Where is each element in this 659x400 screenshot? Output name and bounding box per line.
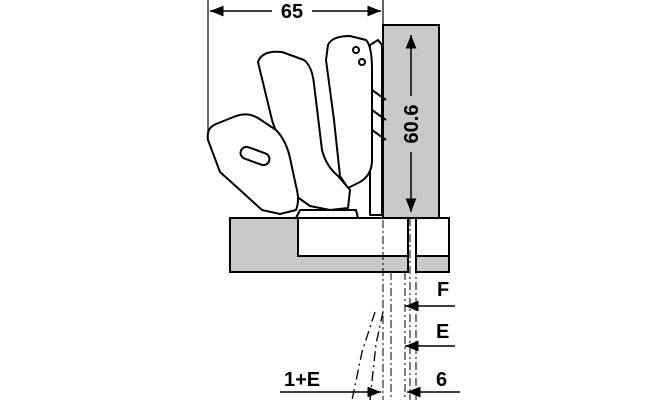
height-dimension-label: 60.6 [401, 105, 423, 144]
hinge-cup-recess-right [415, 217, 450, 257]
six-dimension-label: 6 [436, 369, 447, 391]
hinge-body [206, 35, 387, 219]
hinge-cup-recess [297, 217, 409, 257]
width-dimension-label: 65 [281, 1, 303, 23]
one-plus-e-dimension-label: 1+E [284, 369, 320, 391]
e-dimension-label: E [436, 321, 449, 343]
f-dimension-label: F [437, 279, 449, 301]
swing-lines [351, 311, 384, 400]
